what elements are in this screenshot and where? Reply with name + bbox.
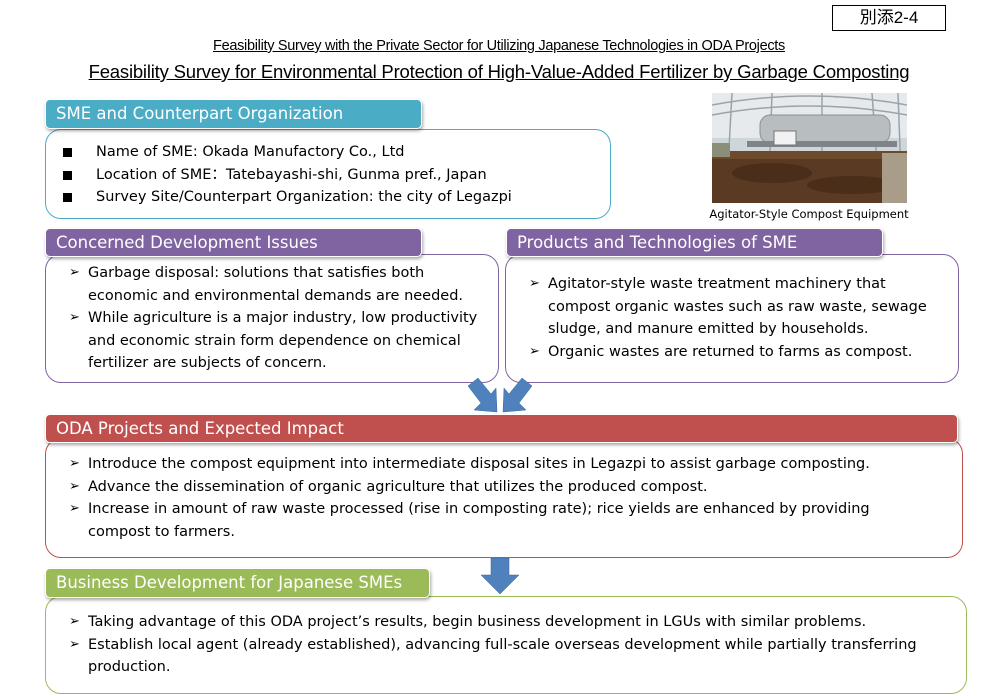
business-heading: Business Development for Japanese SMEs (45, 568, 430, 598)
list-item: ➢Establish local agent (already establis… (69, 634, 956, 679)
list-item: ➢Organic wastes are returned to farms as… (529, 341, 948, 364)
issues-heading: Concerned Development Issues (45, 228, 422, 257)
issues-list: ➢Garbage disposal: solutions that satisf… (69, 262, 488, 375)
arrow-bullet-icon: ➢ (69, 501, 80, 516)
arrow-bullet-icon: ➢ (69, 478, 80, 494)
list-item: ➢Taking advantage of this ODA project’s … (69, 611, 956, 634)
products-heading: Products and Technologies of SME (506, 228, 883, 257)
arrow-bullet-icon: ➢ (69, 456, 80, 471)
oda-heading: ODA Projects and Expected Impact (45, 414, 958, 443)
list-item: ➢Introduce the compost equipment into in… (69, 453, 952, 476)
list-item: ➢Increase in amount of raw waste process… (69, 498, 952, 543)
sme-list: Name of SME: Okada Manufactory Co., Ltd … (46, 141, 610, 209)
arrow-down-left-icon (502, 377, 533, 413)
list-item: Survey Site/Counterpart Organization: th… (46, 186, 610, 209)
photo-caption: Agitator-Style Compost Equipment (709, 207, 909, 221)
arrow-bullet-icon: ➢ (69, 265, 80, 280)
arrow-down-icon (480, 558, 520, 595)
converging-arrows (467, 377, 533, 413)
sme-heading: SME and Counterpart Organization (45, 99, 422, 129)
business-list: ➢Taking advantage of this ODA project’s … (69, 611, 956, 679)
list-item: Location of SME：Tatebayashi-shi, Gunma p… (46, 164, 610, 187)
business-panel: ➢Taking advantage of this ODA project’s … (45, 596, 967, 694)
issues-panel: ➢Garbage disposal: solutions that satisf… (45, 254, 499, 383)
compost-equipment-image (712, 93, 907, 203)
list-item: ➢Advance the dissemination of organic ag… (69, 476, 952, 499)
arrow-down-right-icon (467, 377, 498, 413)
compost-equipment-photo (712, 93, 907, 203)
products-list: ➢Agitator-style waste treatment machiner… (529, 273, 948, 363)
sme-panel: Name of SME: Okada Manufactory Co., Ltd … (45, 129, 611, 219)
list-item: Name of SME: Okada Manufactory Co., Ltd (46, 141, 610, 164)
products-panel: ➢Agitator-style waste treatment machiner… (505, 254, 959, 383)
arrow-bullet-icon: ➢ (69, 636, 80, 652)
arrow-bullet-icon: ➢ (529, 276, 540, 291)
list-item: ➢While agriculture is a major industry, … (69, 307, 488, 375)
arrow-bullet-icon: ➢ (69, 310, 80, 325)
oda-panel: ➢Introduce the compost equipment into in… (45, 438, 963, 558)
list-item: ➢Garbage disposal: solutions that satisf… (69, 262, 488, 307)
document-tag: 別添2-4 (832, 5, 946, 31)
document-subtitle: Feasibility Survey with the Private Sect… (213, 38, 785, 54)
list-item: ➢Agitator-style waste treatment machiner… (529, 273, 948, 341)
document-title: Feasibility Survey for Environmental Pro… (88, 61, 910, 82)
arrow-bullet-icon: ➢ (69, 614, 80, 629)
oda-list: ➢Introduce the compost equipment into in… (69, 453, 952, 543)
arrow-bullet-icon: ➢ (529, 343, 540, 359)
